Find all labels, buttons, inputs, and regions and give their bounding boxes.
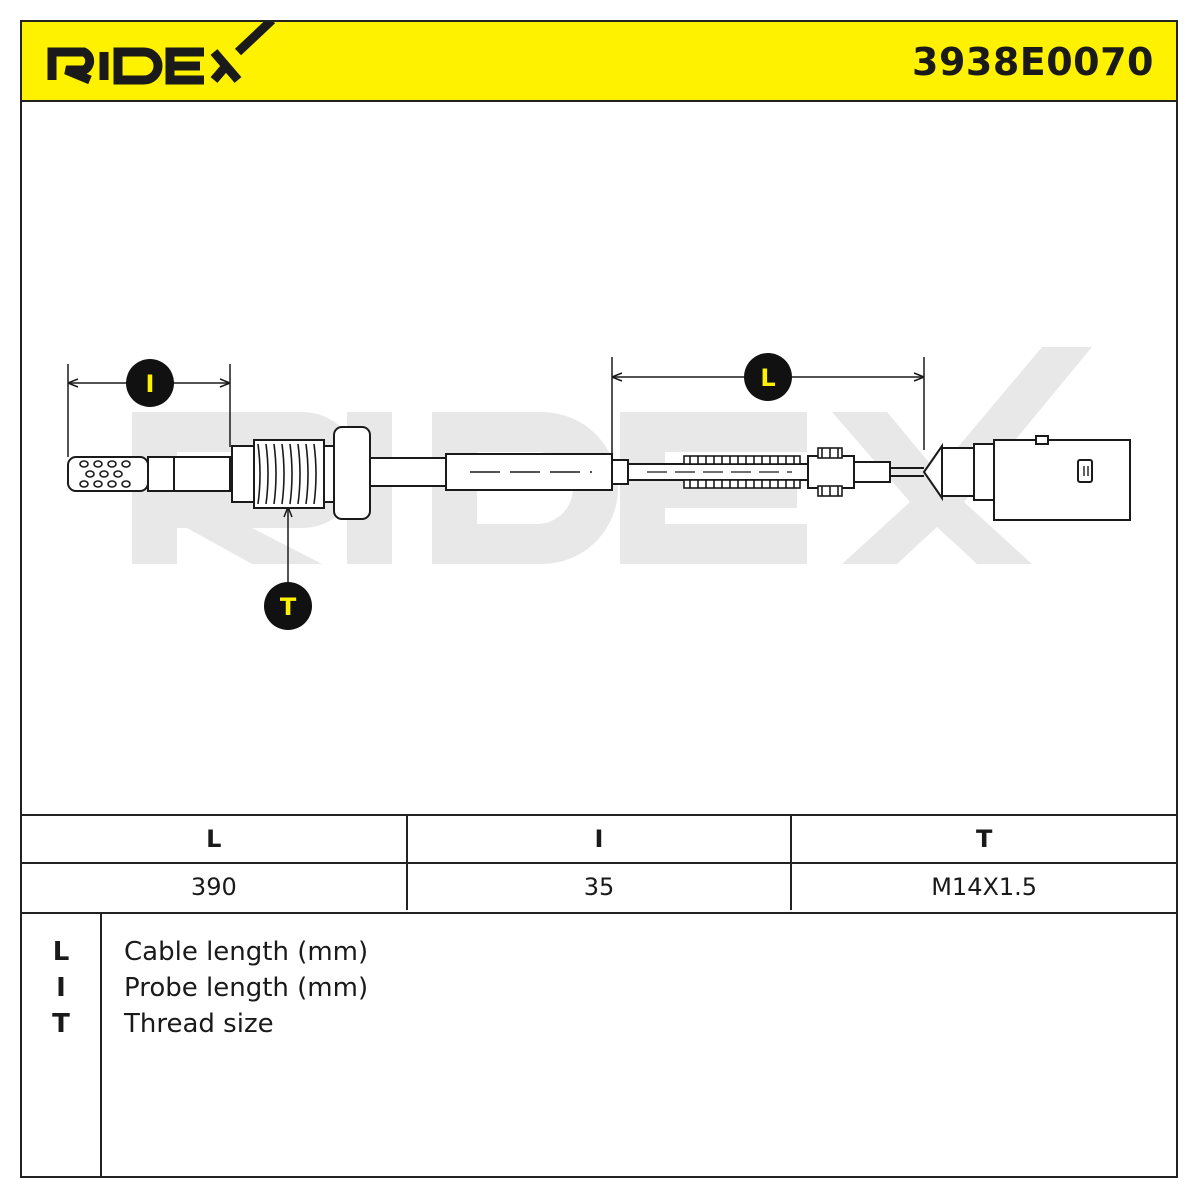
spec-value-row: 390 35 M14X1.5 [22,862,1176,910]
spec-header-i: I [406,814,793,863]
callout-t-label: T [280,593,297,621]
legend-desc-l: Cable length (mm) [124,937,369,967]
callout-i: I [126,359,174,407]
exhaust-temp-sensor [67,426,1131,521]
technical-drawing: I L T [22,102,1176,814]
callout-l-label: L [760,364,775,392]
legend-key-i: I [56,973,66,1003]
legend-key-l: L [52,937,70,967]
legend-desc-i: Probe length (mm) [124,973,369,1003]
callout-t: T [264,582,312,630]
spec-table: L I T 390 35 M14X1.5 [22,814,1176,910]
spec-value-i: 35 [406,862,793,910]
spec-value-l: 390 [22,862,408,910]
legend-keys: L I T [22,914,102,1178]
legend-descriptions: Cable length (mm) Probe length (mm) Thre… [124,914,368,1042]
part-number: 3938E0070 [912,40,1154,84]
spec-header-row: L I T [22,814,1176,863]
sensor-diagram: I L T [67,347,1131,630]
spec-value-t: M14X1.5 [791,862,1176,910]
legend: L I T Cable length (mm) Probe length (mm… [22,912,1176,1178]
datasheet-frame: 3938E0070 [20,20,1178,1178]
ridex-logo [47,22,276,85]
spec-header-l: L [22,814,408,863]
header-bar: 3938E0070 [22,22,1176,102]
legend-key-t: T [52,1009,70,1039]
callout-i-label: I [146,370,155,398]
spec-header-t: T [791,814,1176,863]
callout-l: L [744,353,792,401]
legend-desc-t: Thread size [124,1009,274,1039]
